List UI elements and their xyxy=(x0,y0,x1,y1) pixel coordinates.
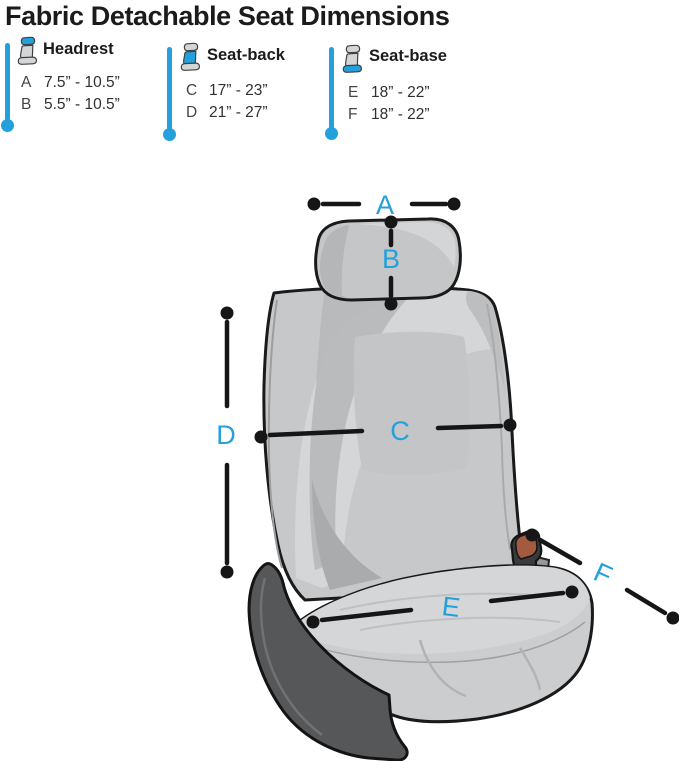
legend-section-seat-base: Seat-base E 18” - 22” F 18” - 22” xyxy=(325,0,495,150)
legend-section-headrest: Headrest A 7.5” - 10.5” B 5.5” - 10.5” xyxy=(1,0,172,150)
headrest-illustration xyxy=(314,217,462,302)
dim-key-e: E xyxy=(348,84,359,101)
dim-d-bottom-dot xyxy=(220,565,234,579)
dim-c-right-dot xyxy=(503,418,517,432)
seat-back-sash-shadow xyxy=(309,292,410,570)
dim-key-f: F xyxy=(348,106,358,123)
seat-base-front-crease-3 xyxy=(518,647,542,691)
dim-b-bottom-dot xyxy=(384,297,398,311)
seat-base-top-surface xyxy=(293,565,590,654)
legend-bar xyxy=(167,47,172,130)
dim-a-label: A xyxy=(376,190,394,220)
seat-back-panel xyxy=(353,331,470,476)
side-trim-illustration xyxy=(247,562,409,761)
legend-bar-dot xyxy=(163,128,176,141)
dim-d-top-dot xyxy=(220,306,234,320)
legend-title-headrest: Headrest xyxy=(43,40,114,58)
dimension-f: F xyxy=(525,528,679,625)
dimension-a: A xyxy=(307,190,461,220)
seat-back-side-seam xyxy=(486,303,511,551)
dim-value-a: 7.5” - 10.5” xyxy=(44,74,120,91)
dimension-d: D xyxy=(216,306,236,579)
dim-e-right-dot xyxy=(565,585,579,599)
legend-row-a: A 7.5” - 10.5” xyxy=(21,74,120,92)
dim-f-top-dot xyxy=(525,528,539,542)
seat-back-illustration xyxy=(262,285,525,602)
seat-headrest-icon xyxy=(17,36,38,65)
dim-value-c: 17” - 23” xyxy=(209,82,268,99)
seat-base-icon xyxy=(342,44,363,73)
dimension-lines: A B C D xyxy=(216,190,679,629)
dim-f-label: F xyxy=(589,557,616,591)
seat-back-bottom-shadow xyxy=(312,480,382,590)
headrest-shape xyxy=(314,217,462,302)
dim-f-bottom-dot xyxy=(666,611,679,625)
dim-key-c: C xyxy=(186,82,198,99)
legend-bar xyxy=(5,43,10,121)
seat-base-top-crease-2 xyxy=(359,616,561,631)
legend-row-f: F 18” - 22” xyxy=(348,106,430,124)
headrest-left-shadow xyxy=(320,225,350,298)
side-trim-highlight xyxy=(259,577,323,737)
dim-a-left-dot xyxy=(307,197,321,211)
legend-row-d: D 21” - 27” xyxy=(186,104,268,122)
seat-back-icon xyxy=(180,42,201,71)
headrest-top-highlight xyxy=(356,222,456,267)
side-trim-shape xyxy=(247,562,409,761)
dim-b-top-dot xyxy=(384,215,398,229)
dim-e-label: E xyxy=(440,591,462,623)
legend-row-c: C 17” - 23” xyxy=(186,82,268,100)
dim-d-label: D xyxy=(216,420,236,450)
seat-base-crease-line xyxy=(297,621,586,664)
dim-value-d: 21” - 27” xyxy=(209,104,268,121)
dim-value-f: 18” - 22” xyxy=(371,106,430,123)
dim-e-left-dot xyxy=(306,615,320,629)
dim-value-b: 5.5” - 10.5” xyxy=(44,96,120,113)
legend-bar-dot xyxy=(1,119,14,132)
seat-base-top-crease-1 xyxy=(339,592,546,611)
dimension-e: E xyxy=(306,585,579,629)
dim-b-label: B xyxy=(382,244,400,274)
page-title: Fabric Detachable Seat Dimensions xyxy=(5,1,450,31)
seat-base-front-crease-2 xyxy=(418,639,467,698)
dim-value-e: 18” - 22” xyxy=(371,84,430,101)
legend-title-seat-back: Seat-back xyxy=(207,46,285,64)
dim-key-d: D xyxy=(186,104,198,121)
legend-row-e: E 18” - 22” xyxy=(348,84,430,102)
dimension-b: B xyxy=(382,215,400,311)
seat-back-left-seam xyxy=(267,299,283,569)
legend-title-seat-base: Seat-base xyxy=(369,47,447,65)
seat-back-corner-shade xyxy=(465,291,505,390)
dim-a-right-dot xyxy=(447,197,461,211)
legend-bar xyxy=(329,47,334,129)
dim-c-label: C xyxy=(390,416,410,446)
dim-c-left-dot xyxy=(254,430,268,444)
legend-row-b: B 5.5” - 10.5” xyxy=(21,96,120,114)
dim-key-a: A xyxy=(21,74,32,91)
legend-section-seat-back: Seat-back C 17” - 23” D 21” - 27” xyxy=(163,0,333,150)
dimension-c: C xyxy=(254,416,517,446)
dim-key-b: B xyxy=(21,96,32,113)
legend-bar-dot xyxy=(325,127,338,140)
